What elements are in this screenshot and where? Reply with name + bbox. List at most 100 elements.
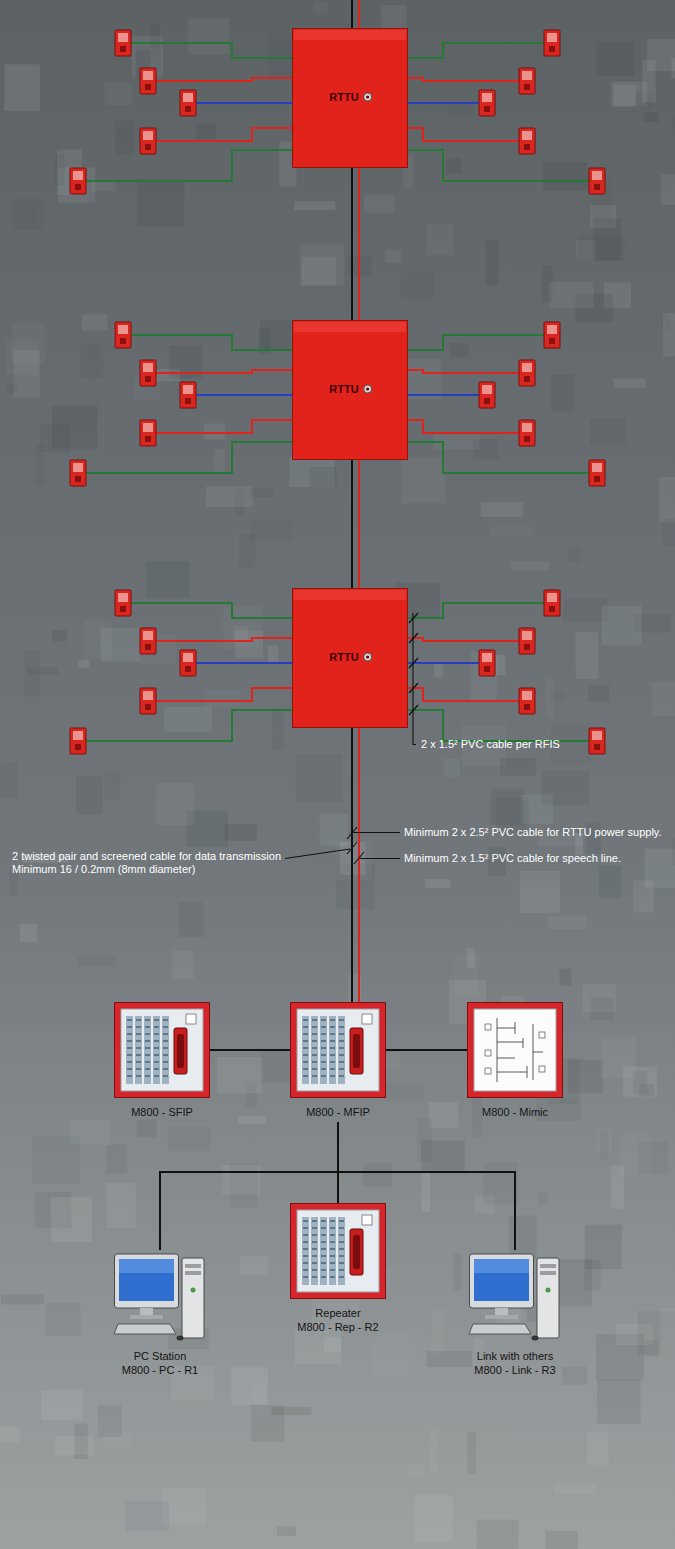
city-texture: [137, 179, 184, 226]
panel-module: [302, 1217, 309, 1285]
mimic-schematic: [497, 1028, 515, 1029]
city-texture: [467, 1431, 476, 1473]
mouse: [177, 1336, 184, 1341]
city-texture: [382, 1083, 423, 1099]
rfis-wire: [408, 688, 519, 701]
pc-figure: [469, 1250, 561, 1342]
rfis-plate: [547, 593, 557, 602]
rfis-button: [185, 106, 191, 112]
rfis-plate: [73, 463, 83, 472]
rfis-device: [544, 590, 560, 616]
panel-led: [321, 1269, 326, 1271]
mimic-schematic: [515, 1022, 516, 1034]
panel-led: [321, 1026, 326, 1028]
panel-figure: [290, 1203, 386, 1299]
city-texture: [477, 1519, 519, 1549]
rfis-plate: [143, 363, 153, 372]
city-texture: [596, 41, 634, 76]
rfis-button: [594, 184, 600, 190]
mimic-zone: [485, 1068, 491, 1074]
panel-led: [303, 1033, 308, 1035]
rfis-button: [120, 338, 126, 344]
cable-note: Minimum 16 / 0.2mm (8mm diameter): [12, 863, 195, 876]
city-texture: [314, 2, 327, 14]
rttu-badge: [364, 385, 372, 393]
rfis-button: [524, 644, 530, 650]
city-texture: [661, 174, 675, 204]
rfis-button: [145, 376, 151, 382]
rfis-plate: [592, 171, 602, 180]
panel-led: [321, 1227, 326, 1229]
panel-led: [312, 1234, 317, 1236]
rfis-body: [519, 628, 535, 654]
pc-figure: [114, 1250, 206, 1342]
panel-led: [136, 1040, 141, 1042]
city-texture: [444, 758, 461, 777]
rfis-button: [524, 84, 530, 90]
rfis-body: [589, 728, 605, 754]
drive-slot: [185, 1271, 201, 1275]
city-texture: [509, 1216, 537, 1259]
city-texture: [614, 378, 646, 387]
rfis-device: [519, 128, 535, 154]
rfis-wire: [408, 638, 519, 641]
panel-led: [330, 1227, 335, 1229]
panel-led: [303, 1040, 308, 1042]
panel-module: [126, 1016, 133, 1084]
city-texture: [70, 1120, 111, 1145]
panel-led: [330, 1019, 335, 1021]
city-texture: [401, 457, 445, 503]
city-texture: [584, 1260, 600, 1290]
mimic-panel: M800 - Mimic: [467, 1002, 563, 1119]
leader-line: [285, 849, 350, 859]
panel-led: [154, 1054, 159, 1056]
mimic-figure: [467, 1002, 563, 1098]
city-texture: [642, 60, 655, 102]
mimic-zone: [539, 1066, 545, 1072]
rfis-wire: [408, 442, 589, 473]
rfis-body: [140, 128, 156, 154]
city-texture: [490, 527, 532, 536]
rfis-wire: [156, 78, 292, 81]
rfis-plate: [73, 171, 83, 180]
rfis-device: [70, 728, 86, 754]
rfis-body: [519, 688, 535, 714]
rfis-plate: [522, 71, 532, 80]
city-texture: [249, 488, 273, 496]
city-texture: [296, 754, 342, 801]
panel-led: [330, 1075, 335, 1077]
panel-led: [312, 1054, 317, 1056]
panel-led: [127, 1047, 132, 1049]
panel-led: [321, 1262, 326, 1264]
panel-led: [330, 1269, 335, 1271]
panel-led: [145, 1068, 150, 1070]
rfis-wire: [86, 150, 292, 181]
rfis-body: [544, 322, 560, 348]
rfis-device: [70, 460, 86, 486]
fire-phone-handset: [353, 1235, 360, 1269]
rfis-wire: [408, 603, 544, 618]
city-texture: [179, 902, 204, 937]
rfis-device: [180, 650, 196, 676]
cable-connector: [351, 460, 353, 588]
rttu-badge: [364, 653, 372, 661]
panel-display: [186, 1014, 196, 1024]
rttu-box: [293, 29, 408, 168]
city-texture: [430, 1428, 439, 1472]
rttu-badge-dot: [366, 95, 369, 98]
city-texture: [546, 678, 555, 717]
city-texture: [107, 1183, 136, 1228]
panel-led: [330, 1248, 335, 1250]
rfis-plate: [522, 423, 532, 432]
city-texture: [205, 690, 241, 707]
rfis-body: [479, 650, 495, 676]
city-texture: [197, 123, 217, 138]
panel-led: [339, 1061, 344, 1063]
panel-led: [145, 1026, 150, 1028]
city-texture: [370, 1333, 415, 1378]
panel-led: [303, 1276, 308, 1278]
city-texture: [619, 1134, 653, 1175]
city-texture: [188, 18, 228, 54]
city-texture: [363, 1163, 392, 1186]
city-texture: [672, 838, 675, 865]
